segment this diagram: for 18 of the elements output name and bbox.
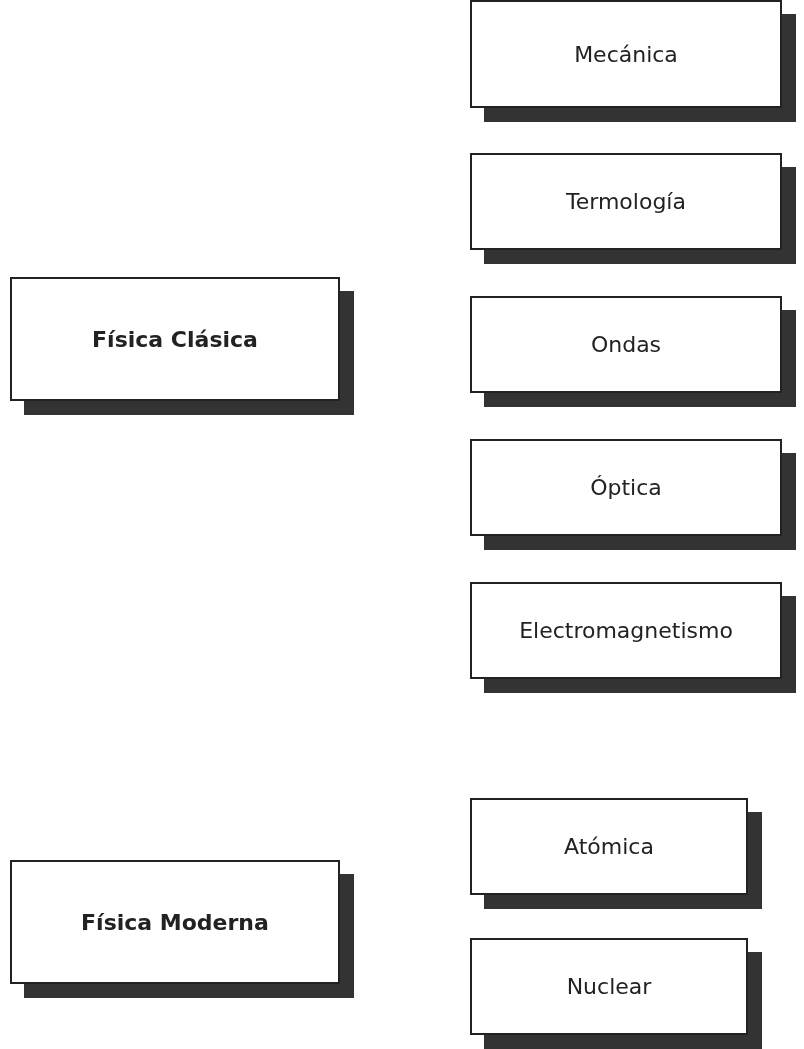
box-label: Física Clásica bbox=[92, 326, 258, 352]
topic-box bbox=[470, 938, 762, 1049]
box-label: Mecánica bbox=[574, 41, 678, 67]
box-label: Ondas bbox=[590, 332, 662, 357]
box-label: Nuclear bbox=[566, 974, 652, 999]
box-label: Atómica bbox=[564, 834, 654, 859]
topic-box bbox=[10, 860, 354, 998]
topic-box bbox=[470, 153, 796, 264]
topic-box bbox=[470, 439, 796, 550]
box-label: Óptica bbox=[590, 475, 662, 500]
topic-box bbox=[470, 798, 762, 909]
box-label: Termología bbox=[566, 189, 686, 214]
box-label: Electromagnetismo bbox=[519, 618, 733, 643]
topic-box bbox=[470, 296, 796, 407]
topic-box bbox=[10, 277, 354, 415]
topic-box bbox=[470, 582, 796, 693]
topic-box bbox=[470, 0, 796, 122]
box-label: Física Moderna bbox=[81, 909, 269, 935]
